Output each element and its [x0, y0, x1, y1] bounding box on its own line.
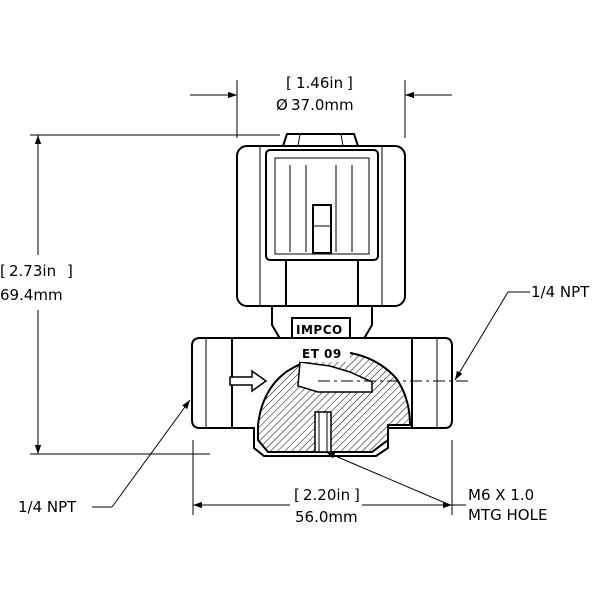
right-port-boss [409, 337, 453, 429]
bracket-close: ] [347, 74, 353, 92]
mounting-hole [314, 411, 332, 453]
leader-line [454, 291, 509, 381]
bonnet: IMPCO [271, 305, 373, 343]
brand-marking: IMPCO [296, 323, 343, 337]
valve-body: ET 09 [191, 337, 470, 457]
mounting-hole-label-line2: MTG HOLE [468, 506, 547, 524]
left-port-boss [191, 337, 236, 429]
model-plate [300, 346, 350, 362]
mounting-hole-label-line1: M6 X 1.0 [468, 486, 534, 504]
top-width-dimension: [ 1.46in ] Ø 37.0mm [190, 74, 452, 138]
leader-line [111, 399, 191, 508]
section-cutaway [257, 350, 412, 453]
length-dimension: [ 2.20in ] 56.0mm [192, 440, 453, 526]
connector-latch [312, 204, 332, 254]
callout-mounting-hole: M6 X 1.0 MTG HOLE [325, 451, 547, 524]
callout-left-port: 1/4 NPT [18, 399, 191, 516]
callout-right-port: 1/4 NPT [454, 283, 590, 381]
flow-passage [297, 361, 373, 393]
bracket-close: ] [354, 486, 360, 504]
right-port-label: 1/4 NPT [531, 283, 590, 301]
length-in: 2.20in [303, 486, 350, 504]
solenoid-coil [236, 133, 406, 307]
coil-stem [285, 259, 359, 307]
height-mm: 69.4mm [0, 286, 63, 304]
length-mm: 56.0mm [295, 508, 358, 526]
bracket-open: [ [294, 486, 300, 504]
top-width-mm: 37.0mm [291, 96, 354, 114]
bracket-open: [ [286, 74, 292, 92]
leader-line [325, 451, 451, 506]
diameter-symbol: Ø [276, 96, 288, 114]
model-marking: ET 09 [302, 347, 342, 361]
height-dimension: [ 2.73in ] 69.4mm [0, 134, 280, 455]
nut-facet [340, 133, 344, 147]
top-width-in: 1.46in [296, 74, 343, 92]
bracket-open: [ [0, 262, 6, 280]
bracket-close: ] [67, 262, 73, 280]
left-port-label: 1/4 NPT [18, 498, 77, 516]
height-in: 2.73in [9, 262, 56, 280]
top-nut [281, 133, 360, 147]
nut-facet [297, 133, 301, 147]
flow-direction-arrow [229, 369, 268, 393]
